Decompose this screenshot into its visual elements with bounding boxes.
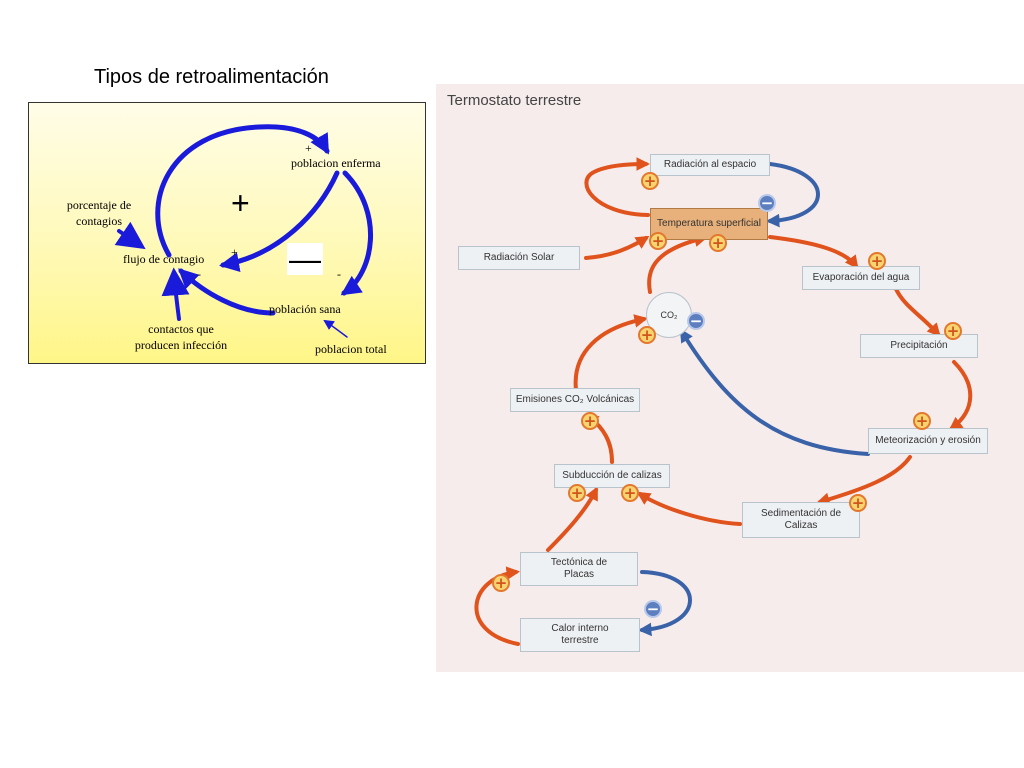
label-poblacion-sana: población sana [269, 302, 341, 316]
label-contactos-line2: producen infección [134, 338, 228, 352]
minus-sign-flujo: - [197, 267, 201, 281]
node-calor-line2: terrestre [561, 635, 599, 646]
node-sedimentacion-line2: Calizas [784, 520, 818, 531]
badge-plus-solar: + [649, 232, 667, 250]
node-emisiones-volcanicas: Emisiones CO₂ Volcánicas [510, 388, 640, 412]
node-radiacion-espacio: Radiación al espacio [650, 154, 770, 176]
node-radiacion-solar: Radiación Solar [458, 246, 580, 270]
minus-sign-sana: - [337, 267, 341, 281]
contagion-arrows [114, 124, 374, 338]
plus-sign-enferma: + [305, 141, 312, 155]
badge-minus-tectonica-calor: − [644, 600, 662, 618]
badge-plus-subduccion-emisiones: + [581, 412, 599, 430]
arrow-evaporacion-to-precipitacion [894, 287, 941, 338]
badge-plus-precipitacion: + [944, 322, 962, 340]
badge-plus-co2-temp: + [709, 234, 727, 252]
arrow-tectonica-to-calor [637, 570, 692, 637]
arrow-flujo-to-enferma [155, 124, 330, 258]
arrow-emisiones-to-co2 [573, 314, 648, 392]
arrow-co2-to-temp [647, 233, 708, 294]
badge-minus-radiacion-temp: − [758, 194, 776, 212]
slide-title: Tipos de retroalimentación [94, 66, 329, 88]
plus-sign-flujo: + [231, 245, 238, 259]
arrow-temp-to-radiacion [584, 157, 651, 217]
node-sedimentacion-calizas: Sedimentación de Calizas [742, 502, 860, 538]
node-calor-interno: Calor interno terrestre [520, 618, 640, 652]
arrow-meteorizacion-to-sedimentacion [816, 455, 912, 506]
node-temperatura-superficial: Temperatura superficial [650, 208, 768, 240]
node-precipitacion: Precipitación [860, 334, 978, 358]
arrow-meteorizacion-to-co2 [679, 328, 870, 456]
node-meteorizacion-erosion: Meteorización y erosión [868, 428, 988, 454]
node-tectonica-line2: Placas [563, 569, 594, 580]
arrow-sedimentacion-to-subduccion [636, 491, 742, 526]
arrow-total-to-sana [323, 319, 348, 338]
node-sedimentacion-line1: Sedimentación de [760, 508, 842, 519]
label-poblacion-total: poblacion total [315, 342, 387, 356]
node-tectonica-placas: Tectónica de Placas [520, 552, 638, 586]
badge-plus-radiacion: + [641, 172, 659, 190]
arrow-enferma-to-sana [340, 170, 374, 296]
contagion-feedback-diagram: + poblacion enferma porcentaje de contag… [28, 102, 426, 364]
badge-plus-calor-tectonica: + [492, 574, 510, 592]
diagram-title: Termostato terrestre [447, 92, 582, 109]
node-calor-line1: Calor interno [551, 623, 609, 634]
label-porcentaje-line1: porcentaje de [66, 198, 132, 212]
arrow-enferma-to-flujo [219, 170, 340, 273]
badge-plus-tectonica-subduccion: + [568, 484, 586, 502]
label-poblacion-enferma: poblacion enferma [291, 156, 381, 170]
badge-plus-emisiones-co2: + [638, 326, 656, 344]
badge-plus-sedimentacion-subduccion: + [621, 484, 639, 502]
label-contactos-line1: contactos que [148, 322, 214, 336]
arrow-temp-to-evaporacion [768, 235, 859, 270]
thermostat-arrows [474, 157, 973, 646]
arrow-contactos-to-flujo [161, 267, 190, 321]
node-evaporacion-agua: Evaporación del agua [802, 266, 920, 290]
label-porcentaje-line2: contagios [76, 214, 122, 228]
earth-thermostat-diagram: Termostato terrestre [436, 84, 1024, 672]
badge-plus-meteorizacion: + [913, 412, 931, 430]
arrow-sana-to-flujo [178, 268, 276, 316]
badge-plus-sedimentacion: + [849, 494, 867, 512]
label-contactos: contactos que producen infección [125, 321, 237, 353]
arrow-solar-to-temp [584, 235, 650, 260]
node-tectonica-line1: Tectónica de [550, 557, 608, 568]
arrow-tectonica-to-subduccion [546, 486, 598, 552]
arrow-precipitacion-to-meteorizacion [948, 360, 973, 431]
loop-negative-sign: — [287, 241, 323, 277]
badge-plus-evaporacion: + [868, 252, 886, 270]
loop-positive-sign: + [231, 185, 250, 221]
label-porcentaje-contagios: porcentaje de contagios [59, 197, 139, 229]
arrow-radiacion-to-temp [765, 162, 820, 228]
label-flujo-de-contagio: flujo de contagio [123, 252, 205, 266]
arrow-porcentaje-to-flujo [114, 221, 146, 250]
badge-minus-meteorizacion-co2: − [687, 312, 705, 330]
